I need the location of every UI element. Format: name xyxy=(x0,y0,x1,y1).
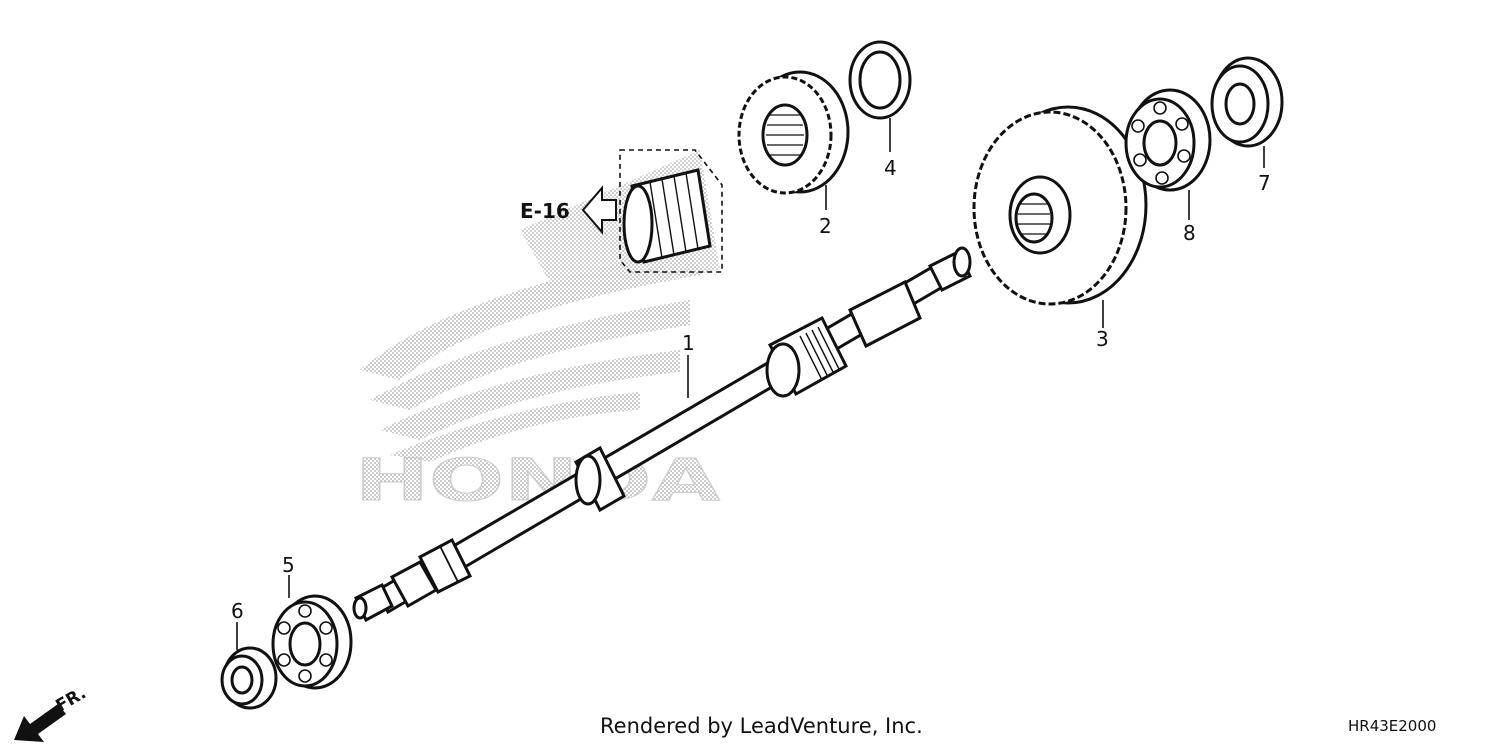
callout-6[interactable]: 6 xyxy=(231,599,244,623)
bearing-right xyxy=(1124,88,1212,192)
callout-leaders xyxy=(236,118,1265,650)
callout-8[interactable]: 8 xyxy=(1183,221,1196,245)
front-arrow-icon xyxy=(14,704,66,742)
bearing-left xyxy=(271,594,353,690)
callout-3[interactable]: 3 xyxy=(1096,327,1109,351)
main-shaft xyxy=(352,246,973,623)
large-gear xyxy=(972,105,1148,306)
callout-2[interactable]: 2 xyxy=(819,214,832,238)
callout-5[interactable]: 5 xyxy=(282,553,295,577)
reference-arrow[interactable]: E-16 xyxy=(520,185,617,235)
callout-4[interactable]: 4 xyxy=(884,156,897,180)
seal-left xyxy=(220,646,278,710)
callout-1[interactable]: 1 xyxy=(682,331,695,355)
reference-sleeve xyxy=(619,149,723,273)
arrow-left-icon xyxy=(581,185,617,235)
seal-right xyxy=(1210,56,1284,148)
small-gear xyxy=(737,70,850,195)
front-direction-marker: FR. xyxy=(14,683,90,742)
credit-text: Rendered by LeadVenture, Inc. xyxy=(600,714,923,738)
diagram-code: HR43E2000 xyxy=(1348,717,1436,735)
callout-7[interactable]: 7 xyxy=(1258,171,1271,195)
washer xyxy=(848,40,912,120)
reference-label: E-16 xyxy=(520,199,570,223)
